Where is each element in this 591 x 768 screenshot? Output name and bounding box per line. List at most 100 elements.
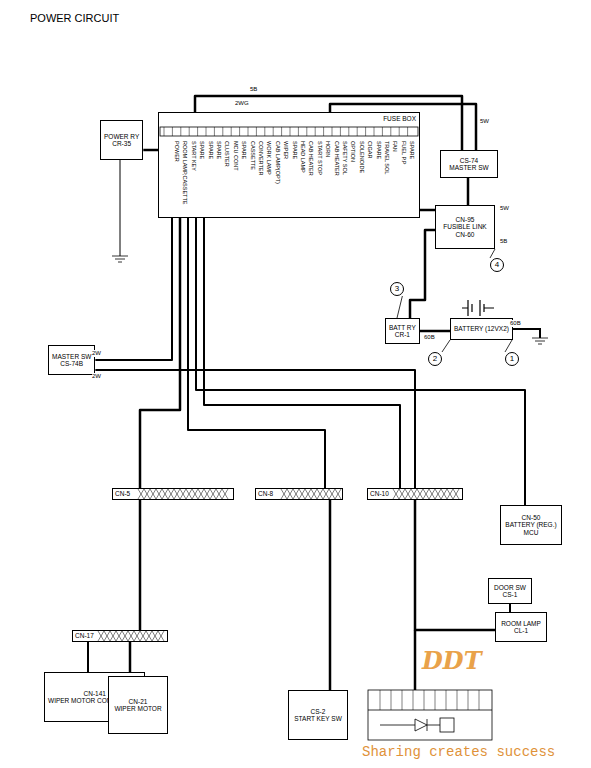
battery-relay: BATT RYCR-1 xyxy=(385,318,420,344)
wire-color: 5W xyxy=(480,118,489,125)
fuse-divider xyxy=(332,127,333,136)
fuse-divider xyxy=(231,127,232,136)
fuse-name: CASSETTE xyxy=(250,141,256,170)
node-text: 2 xyxy=(433,354,437,363)
wire-color: 2W xyxy=(92,350,101,357)
node-text: MASTER SW xyxy=(52,353,91,360)
connector-pins xyxy=(335,489,341,499)
connector-pins xyxy=(222,489,228,499)
watermark: DDT xyxy=(422,648,481,674)
fuse-divider xyxy=(197,127,198,136)
ground-symbol xyxy=(532,338,548,344)
connector-pins xyxy=(323,489,329,499)
wire xyxy=(129,642,132,676)
node-text: CS-1 xyxy=(503,591,518,598)
fuse-name: CIGAR xyxy=(367,141,373,158)
wire xyxy=(139,500,142,630)
watermark: Sharing creates success xyxy=(362,745,555,760)
connector-pin xyxy=(479,690,480,710)
connector-pins xyxy=(393,489,399,499)
connector-pins xyxy=(116,631,122,641)
leader-line xyxy=(490,249,495,258)
fusible-link: CN-95FUSIBLE LINKCN-60 xyxy=(435,205,495,249)
node-text: BATT RY xyxy=(389,324,416,331)
connector-pin xyxy=(391,690,392,710)
fuse-divider xyxy=(189,127,190,136)
node-text: CS-2 xyxy=(311,708,326,715)
callout-number: 1 xyxy=(505,352,519,366)
fuse-divider xyxy=(340,127,341,136)
connector-pins xyxy=(110,631,116,641)
connector-strip: CN-17 xyxy=(72,630,168,642)
fuse-divider xyxy=(374,127,375,136)
node-text: START KEY SW xyxy=(294,715,342,722)
node-text: ROOM LAMP xyxy=(501,620,541,627)
connector-pin xyxy=(380,690,381,710)
connector-pins xyxy=(128,631,134,641)
node-text: WIPER MOTOR xyxy=(114,705,161,712)
connector-pins xyxy=(281,489,287,499)
connector-pins xyxy=(405,489,411,499)
node-text: FUSIBLE LINK xyxy=(443,223,486,230)
fuse-name: SPARE xyxy=(292,141,298,159)
node-text: MASTER SW xyxy=(449,164,488,171)
node-text: POWER RY xyxy=(104,133,139,140)
wire xyxy=(467,178,470,205)
connector-pin xyxy=(424,690,425,710)
wire xyxy=(87,642,89,672)
node-text: FUSE BOX xyxy=(383,115,416,122)
connector-strip: CN-8 xyxy=(255,488,343,500)
node-text: BATTERY (REG.) xyxy=(505,521,556,528)
fuse-strip xyxy=(160,127,418,136)
node-text: 3 xyxy=(395,284,399,293)
connector-pins xyxy=(144,489,150,499)
wire xyxy=(204,218,400,488)
fuse-divider xyxy=(382,127,383,136)
node-text: CN-8 xyxy=(258,490,273,497)
fuse-divider xyxy=(214,127,215,136)
connector-pins xyxy=(138,489,144,499)
connector-pins xyxy=(311,489,317,499)
fuse-name: SPARE xyxy=(208,141,214,159)
wire xyxy=(188,218,325,488)
wire xyxy=(509,604,511,612)
node-text: CR-1 xyxy=(395,331,410,338)
diagram-title: POWER CIRCUIT xyxy=(30,12,119,24)
fuse-name: START KEY xyxy=(191,141,197,171)
node-text: CN-95 xyxy=(456,216,475,223)
node-text: CN-50 xyxy=(522,514,541,521)
fuse-name: CAB LAMP(OPT) xyxy=(275,141,281,184)
fuse-name: SPARE xyxy=(199,141,205,159)
connector-block xyxy=(368,690,492,740)
node-text: CN-21 xyxy=(129,698,148,705)
connector-pins xyxy=(174,489,180,499)
connector-pins xyxy=(186,489,192,499)
connector-pins xyxy=(417,489,423,499)
connector-pin xyxy=(413,690,414,710)
connector-pins xyxy=(122,631,128,641)
fuse-name: HORN xyxy=(325,141,331,157)
fuse-name: OPTION xyxy=(350,141,356,162)
connector-pins xyxy=(152,631,158,641)
connector-pins xyxy=(435,489,441,499)
fuse-name: TRAVEL SOL xyxy=(384,141,390,174)
fuse-divider xyxy=(180,127,181,136)
connector-pins xyxy=(158,631,164,641)
ground-symbol xyxy=(112,256,128,262)
fuse-divider xyxy=(172,127,173,136)
fuse-name: START STOP xyxy=(317,141,323,175)
node-text: CN-17 xyxy=(75,632,94,639)
fuse-divider xyxy=(306,127,307,136)
fuse-divider xyxy=(264,127,265,136)
connector-row xyxy=(368,710,492,711)
connector-pins xyxy=(293,489,299,499)
start-key-switch: CS-2START KEY SW xyxy=(288,690,348,740)
room-lamp: ROOM LAMPCL-1 xyxy=(495,612,547,642)
wire xyxy=(414,630,417,690)
node-text: DOOR SW xyxy=(494,584,526,591)
connector-pin xyxy=(402,690,403,710)
fuse-divider xyxy=(273,127,274,136)
wire-color: 5B xyxy=(250,86,257,93)
connector-pins xyxy=(204,489,210,499)
ground-wire xyxy=(120,160,121,256)
